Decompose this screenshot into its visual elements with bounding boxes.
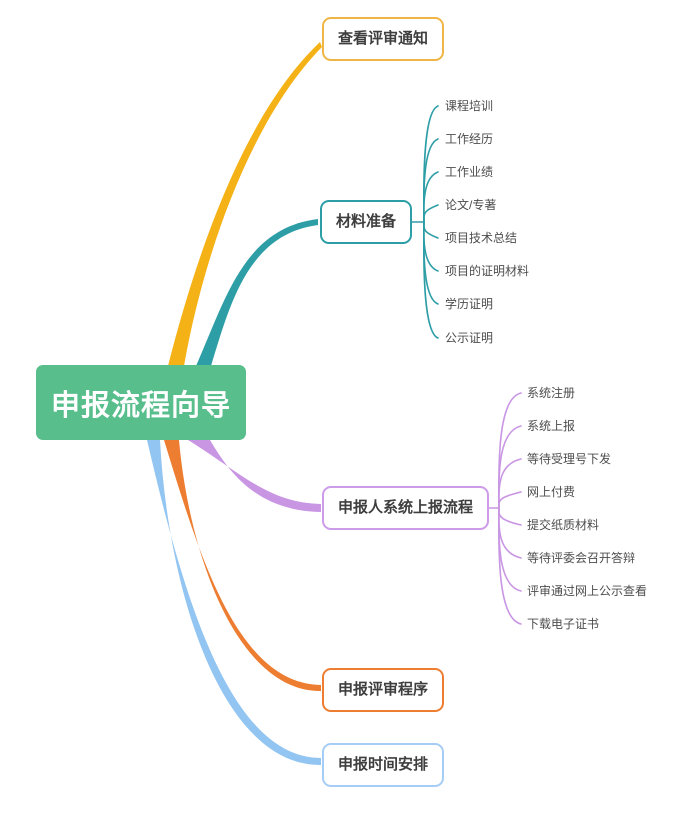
leaf-topic[interactable]: 公示证明	[445, 331, 494, 345]
leaf-topic[interactable]: 课程培训	[445, 99, 494, 113]
branch-line-system	[188, 440, 321, 512]
branch-line-time	[147, 440, 321, 766]
leaf-topic[interactable]: 网上付费	[527, 485, 576, 499]
leaf-topic[interactable]: 项目技术总结	[445, 231, 518, 245]
branch-node-material[interactable]: 材料准备	[320, 200, 413, 244]
leaf-topic[interactable]: 项目的证明材料	[445, 264, 530, 278]
leaf-topic[interactable]: 系统上报	[527, 419, 576, 433]
branch-line-notice	[168, 42, 322, 366]
system-sub-connectors	[484, 392, 522, 625]
leaf-topic[interactable]: 评审通过网上公示查看	[527, 584, 648, 598]
root-node[interactable]: 申报流程向导	[36, 365, 246, 440]
leaf-topic[interactable]: 下载电子证书	[527, 617, 600, 631]
material-sub-connectors	[409, 105, 439, 339]
branch-node-notice[interactable]: 查看评审通知	[322, 17, 445, 61]
branch-line-material	[196, 219, 318, 366]
leaf-topic[interactable]: 学历证明	[445, 297, 494, 311]
branch-node-time[interactable]: 申报时间安排	[322, 743, 445, 787]
leaf-topic[interactable]: 等待评委会召开答辩	[527, 551, 636, 565]
leaf-topic[interactable]: 等待受理号下发	[527, 452, 612, 466]
branch-node-review[interactable]: 申报评审程序	[322, 668, 445, 712]
branch-node-system[interactable]: 申报人系统上报流程	[322, 486, 490, 530]
leaf-topic[interactable]: 论文/专著	[445, 198, 497, 212]
leaf-topic[interactable]: 提交纸质材料	[527, 518, 600, 532]
leaf-topic[interactable]: 工作业绩	[445, 165, 494, 179]
leaf-topic[interactable]: 系统注册	[527, 386, 576, 400]
leaf-topic[interactable]: 工作经历	[445, 132, 494, 146]
branch-line-review	[164, 440, 321, 692]
